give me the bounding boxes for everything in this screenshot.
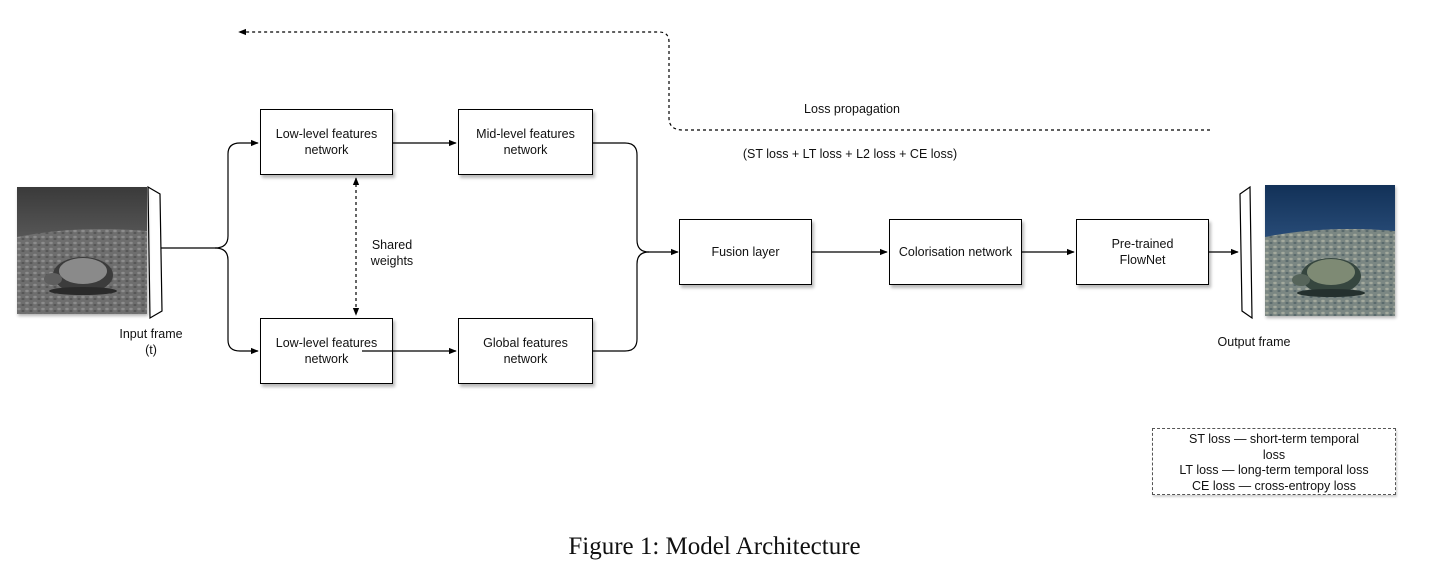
pretrained-flownet: Pre-trained FlowNet: [1076, 219, 1209, 285]
flownet-line2: FlowNet: [1119, 253, 1166, 267]
input-frame-image: [17, 187, 147, 314]
input-frame-plate: [147, 185, 163, 320]
output-frame-image: [1265, 185, 1395, 316]
low-level-bottom-line2: network: [304, 352, 349, 366]
mid-level-line1: Mid-level features: [476, 127, 575, 141]
input-frame-label: Input frame (t): [100, 326, 202, 358]
low-level-features-network-top: Low-level features network: [260, 109, 393, 175]
legend-item-lt: LT loss — long-term temporal loss: [1179, 463, 1369, 477]
low-level-top-line2: network: [304, 143, 349, 157]
fusion-line1: Fusion layer: [711, 245, 780, 259]
output-frame-label: Output frame: [1198, 334, 1310, 350]
colorisation-network: Colorisation network: [889, 219, 1022, 285]
input-frame-label-line2: (t): [145, 343, 157, 357]
loss-formula-label: (ST loss + LT loss + L2 loss + CE loss): [730, 146, 970, 162]
colorisation-line1: Colorisation network: [898, 245, 1013, 259]
legend-item-st: ST loss — short-term temporal: [1189, 432, 1359, 446]
global-features-network: Global features network: [458, 318, 593, 384]
fusion-layer: Fusion layer: [679, 219, 812, 285]
low-level-top-line1: Low-level features: [275, 127, 378, 141]
input-frame-label-line1: Input frame: [119, 327, 183, 341]
figure-caption: Figure 1: Model Architecture: [568, 533, 861, 560]
legend-item-st-cont: loss: [1262, 447, 1286, 462]
loss-propagation-text: Loss propagation: [804, 102, 900, 116]
output-frame-plate: [1239, 185, 1253, 320]
loss-legend: ST loss — short-term temporal loss LT lo…: [1152, 428, 1396, 495]
mid-level-features-network: Mid-level features network: [458, 109, 593, 175]
global-line2: network: [503, 352, 548, 366]
low-level-bottom-line1: Low-level features: [275, 336, 378, 350]
shared-weights-label: Shared weights: [360, 237, 424, 269]
flownet-line1: Pre-trained: [1111, 237, 1174, 251]
loss-propagation-label: Loss propagation: [790, 101, 914, 117]
mid-level-line2: network: [503, 143, 548, 157]
loss-propagation-arrow: [238, 28, 1210, 131]
shared-weights-line2: weights: [370, 254, 414, 268]
global-line1: Global features: [483, 336, 568, 350]
legend-item-ce: CE loss — cross-entropy loss: [1192, 478, 1356, 493]
input-to-bottom-branch-line: [214, 247, 259, 355]
input-to-split-line: [160, 139, 259, 249]
low-level-features-network-bottom: Low-level features network: [260, 318, 393, 384]
shared-weights-line1: Shared: [371, 238, 413, 252]
output-frame-label-text: Output frame: [1217, 335, 1291, 349]
mid-to-fusion-line: [593, 142, 679, 256]
loss-formula-text: (ST loss + LT loss + L2 loss + CE loss): [742, 147, 958, 161]
global-to-fusion-line: [593, 251, 650, 352]
